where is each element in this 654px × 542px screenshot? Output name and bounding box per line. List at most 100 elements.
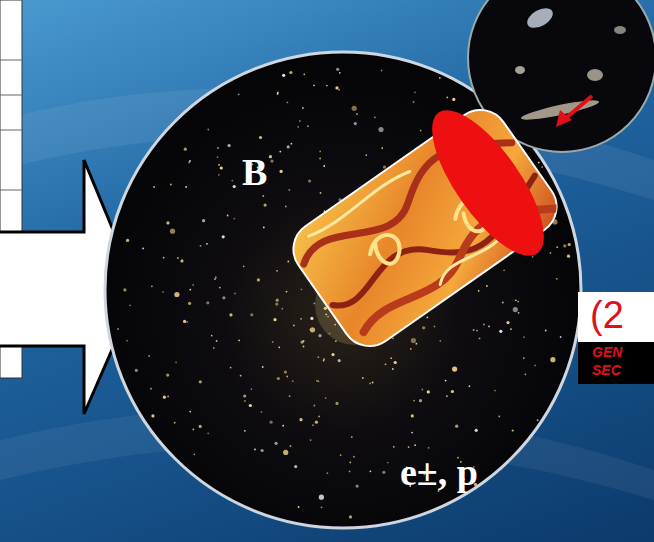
galaxy-dot — [390, 357, 392, 359]
galaxy-dot — [317, 356, 319, 358]
galaxy-dot — [498, 416, 500, 418]
galaxy-dot — [289, 395, 291, 397]
galaxy-dot — [162, 291, 164, 293]
galaxy-dot — [287, 102, 289, 104]
galaxy-dot — [550, 357, 555, 362]
galaxy-dot — [207, 432, 209, 434]
galaxy-dot — [585, 250, 587, 252]
galaxy-dot — [439, 340, 441, 342]
galaxy-dot — [327, 472, 329, 474]
galaxy-dot — [292, 380, 294, 382]
galaxy-dot — [494, 390, 496, 392]
galaxy-dot — [188, 302, 191, 305]
galaxy-dot — [257, 278, 260, 281]
galaxy-dot — [294, 530, 296, 532]
galaxy-dot — [270, 160, 273, 163]
galaxy-dot — [339, 72, 341, 74]
galaxy-dot — [284, 370, 287, 373]
galaxy-dot — [303, 530, 305, 532]
galaxy-dot — [269, 155, 272, 158]
galaxy-dot — [244, 400, 246, 402]
galaxy-dot — [275, 442, 278, 445]
galaxy-dot — [414, 444, 416, 446]
galaxy-dot — [513, 307, 518, 312]
galaxy-dot — [220, 166, 223, 169]
galaxy-dot — [303, 346, 305, 348]
galaxy-dot — [192, 429, 194, 431]
galaxy-dot — [192, 284, 194, 286]
galaxy-dot — [261, 411, 263, 413]
galaxy-dot — [186, 321, 188, 323]
galaxy-dot — [254, 449, 256, 451]
galaxy-dot — [276, 299, 279, 302]
galaxy-dot — [263, 227, 265, 229]
galaxy-dot — [193, 453, 195, 455]
galaxy-dot — [307, 125, 309, 127]
galaxy-dot — [148, 355, 150, 357]
galaxy-dot — [427, 390, 430, 393]
galaxy-dot — [288, 189, 290, 191]
galaxy-dot — [202, 219, 205, 222]
galaxy-dot — [503, 269, 505, 271]
galaxy-dot — [420, 130, 422, 132]
galaxy-dot — [213, 347, 215, 349]
galaxy-dot — [227, 215, 229, 217]
galaxy-dot — [452, 98, 455, 101]
galaxy-dot — [478, 290, 480, 292]
galaxy-dot — [214, 278, 216, 280]
note-text: GEN — [592, 344, 622, 360]
galaxy-dot — [233, 185, 236, 188]
galaxy-dot — [312, 424, 314, 426]
galaxy-dot — [287, 145, 290, 148]
galaxy-dot — [261, 449, 264, 452]
galaxy-dot — [262, 195, 264, 197]
galaxy-dot — [413, 400, 415, 402]
galaxy-dot — [392, 337, 394, 339]
galaxy-dot — [537, 419, 539, 421]
galaxy-dot — [556, 246, 558, 248]
galaxy-dot — [411, 414, 414, 417]
galaxy-dot — [301, 341, 304, 344]
galaxy-dot — [488, 326, 490, 328]
galaxy-dot — [319, 495, 324, 500]
galaxy-dot — [299, 418, 302, 421]
galaxy-dot — [314, 405, 316, 407]
galaxy-dot — [378, 127, 383, 132]
galaxy-dot — [319, 151, 321, 153]
galaxy-dot — [234, 293, 236, 295]
galaxy-dot — [336, 68, 339, 71]
galaxy-dot — [272, 341, 274, 343]
galaxy-dot — [534, 365, 536, 367]
galaxy-dot — [338, 359, 341, 362]
galaxy-dot — [356, 485, 359, 488]
galaxy-dot — [250, 313, 253, 316]
galaxy-dot — [243, 265, 245, 267]
galaxy-dot — [298, 506, 300, 508]
galaxy-dot — [392, 368, 394, 370]
galaxy-dot — [293, 325, 295, 327]
galaxy-dot — [262, 366, 264, 368]
galaxy-dot — [151, 285, 153, 287]
galaxy-dot — [419, 399, 422, 402]
galaxy-dot — [560, 336, 562, 338]
galaxy-dot — [174, 292, 179, 297]
galaxy-dot — [135, 369, 138, 372]
galaxy-dot — [410, 348, 412, 350]
galaxy-dot — [283, 450, 288, 455]
galaxy-dot — [199, 380, 202, 383]
galaxy-dot — [170, 184, 172, 186]
galaxy-dot — [230, 367, 232, 369]
note-text: SEC — [592, 362, 621, 378]
galaxy-dot — [411, 432, 413, 434]
galaxy-dot — [338, 89, 340, 91]
galaxy-dot — [510, 328, 512, 330]
galaxy-dot — [263, 517, 268, 522]
galaxy-dot — [243, 394, 246, 397]
galaxy-dot — [276, 270, 278, 272]
galaxy-dot — [318, 334, 321, 337]
galaxy-dot — [167, 396, 169, 398]
galaxy-dot — [117, 328, 119, 330]
galaxy-dot — [512, 430, 514, 432]
galaxy-dot — [291, 143, 293, 145]
galaxy-dot — [567, 255, 570, 258]
